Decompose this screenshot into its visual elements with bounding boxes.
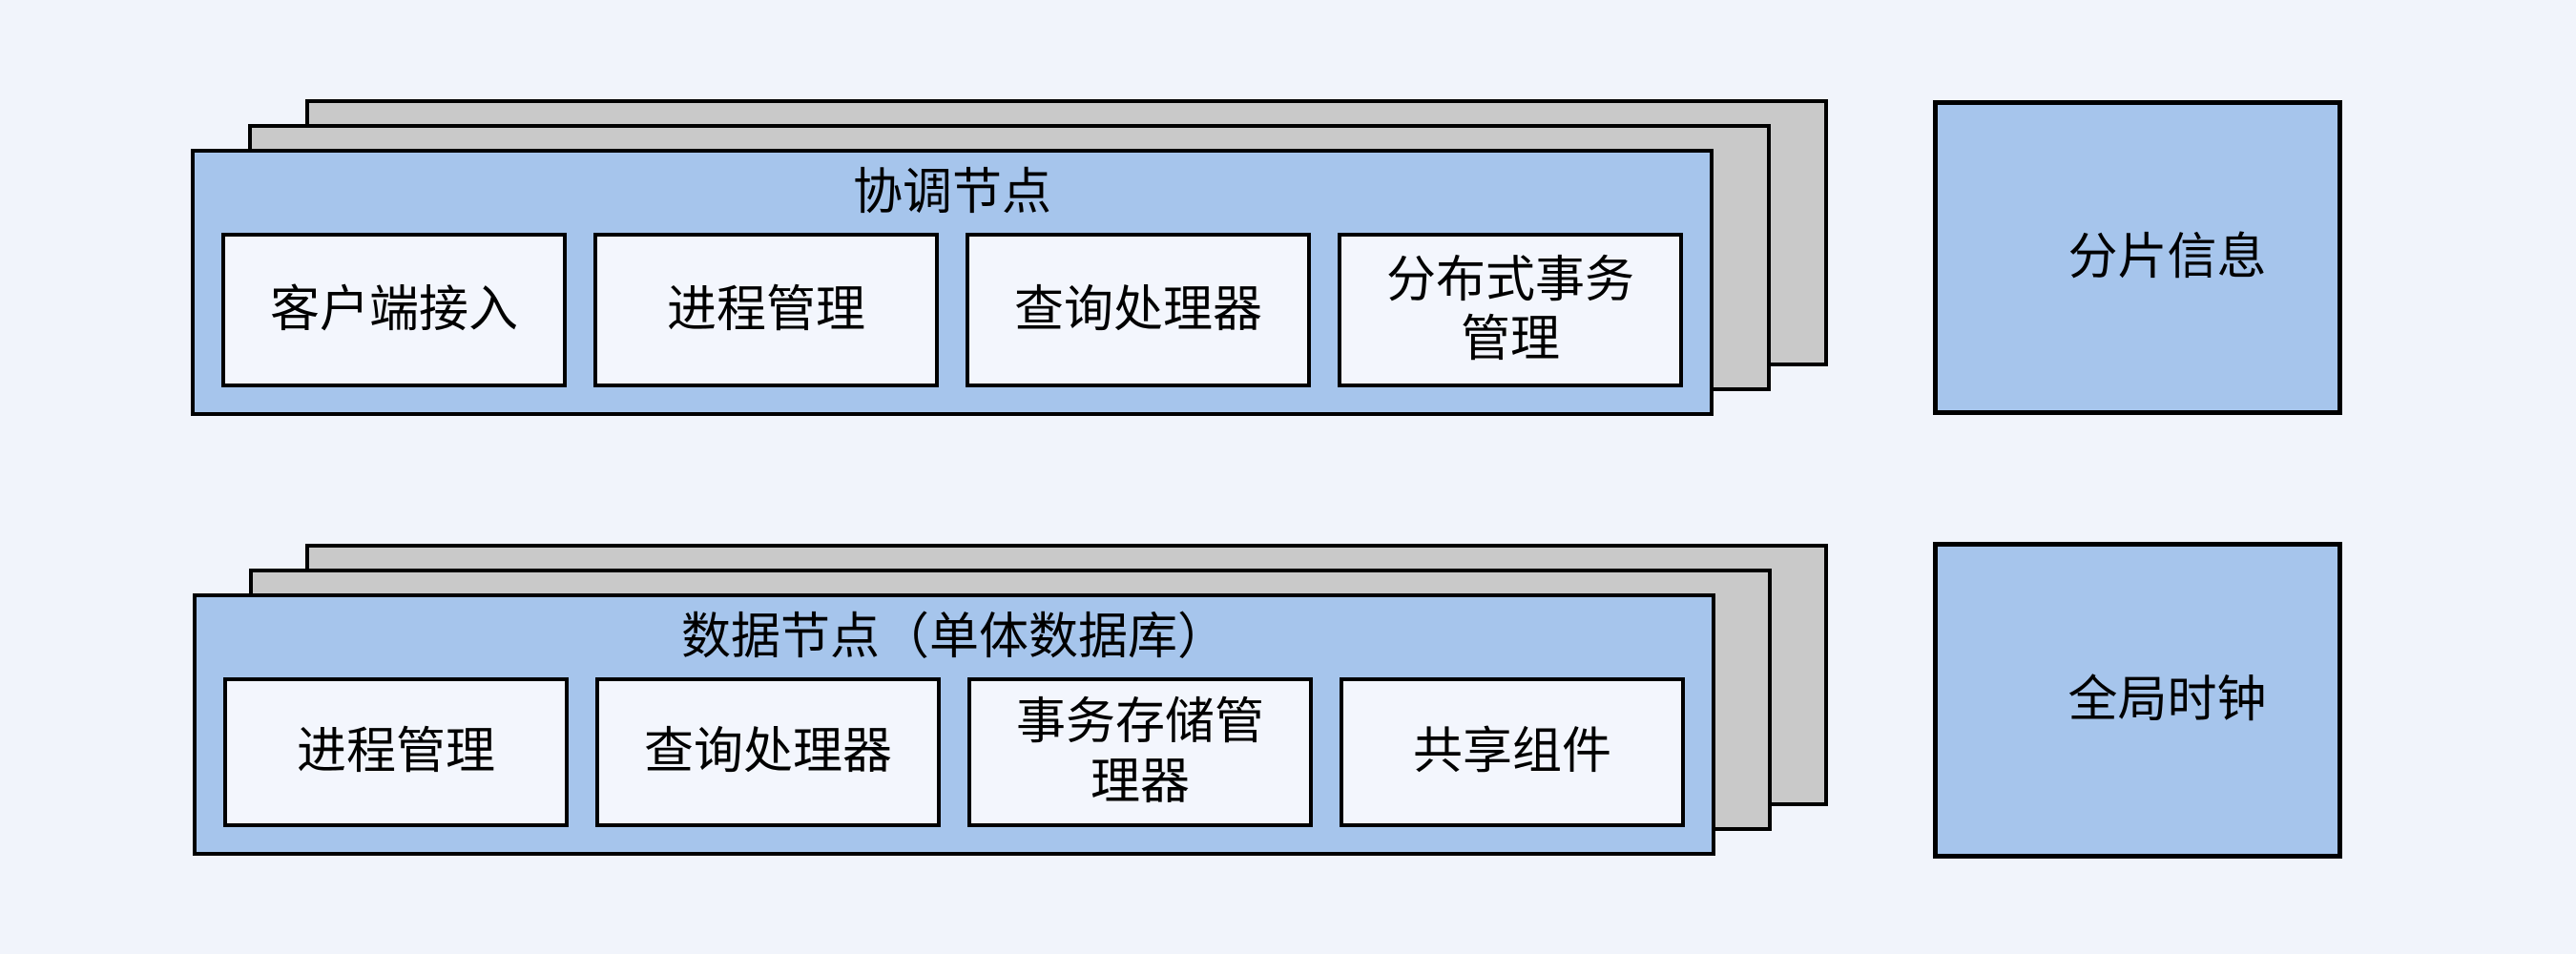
module-shared-components: 共享组件 <box>1340 677 1685 827</box>
coordinator-module-row: 客户端接入 进程管理 查询处理器 分布式事务 管理 <box>195 233 1710 412</box>
module-distributed-transaction-management: 分布式事务 管理 <box>1338 233 1683 387</box>
module-label: 事务存储管 理器 <box>1015 695 1264 810</box>
global-clock-box: 全局时钟 <box>1933 542 2342 859</box>
module-process-management: 进程管理 <box>223 677 569 827</box>
coordinator-node-card: 协调节点 客户端接入 进程管理 查询处理器 分布式事务 管理 <box>191 149 1714 416</box>
module-query-processor: 查询处理器 <box>966 233 1311 387</box>
module-label: 分布式事务 管理 <box>1385 252 1634 367</box>
module-label: 共享组件 <box>1412 724 1611 780</box>
data-node-title: 数据节点（单体数据库） <box>680 609 1227 665</box>
module-query-processor: 查询处理器 <box>595 677 941 827</box>
data-node-module-row: 进程管理 查询处理器 事务存储管 理器 共享组件 <box>197 677 1712 852</box>
module-transaction-storage-manager: 事务存储管 理器 <box>967 677 1313 827</box>
shard-info-box: 分片信息 <box>1933 100 2342 415</box>
module-client-access: 客户端接入 <box>221 233 567 387</box>
module-label: 查询处理器 <box>643 724 892 780</box>
shard-info-label: 分片信息 <box>2067 229 2267 285</box>
data-node-card: 数据节点（单体数据库） 进程管理 查询处理器 事务存储管 理器 共享组件 <box>193 593 1715 856</box>
module-process-management: 进程管理 <box>593 233 939 387</box>
module-label: 客户端接入 <box>269 281 518 338</box>
module-label: 查询处理器 <box>1013 281 1262 338</box>
coordinator-node-group: 协调节点 客户端接入 进程管理 查询处理器 分布式事务 管理 <box>191 99 1832 420</box>
module-label: 进程管理 <box>296 724 495 780</box>
module-label: 进程管理 <box>666 281 865 338</box>
coordinator-node-title: 协调节点 <box>852 164 1051 220</box>
global-clock-label: 全局时钟 <box>2067 672 2267 728</box>
data-node-group: 数据节点（单体数据库） 进程管理 查询处理器 事务存储管 理器 共享组件 <box>193 544 1834 860</box>
